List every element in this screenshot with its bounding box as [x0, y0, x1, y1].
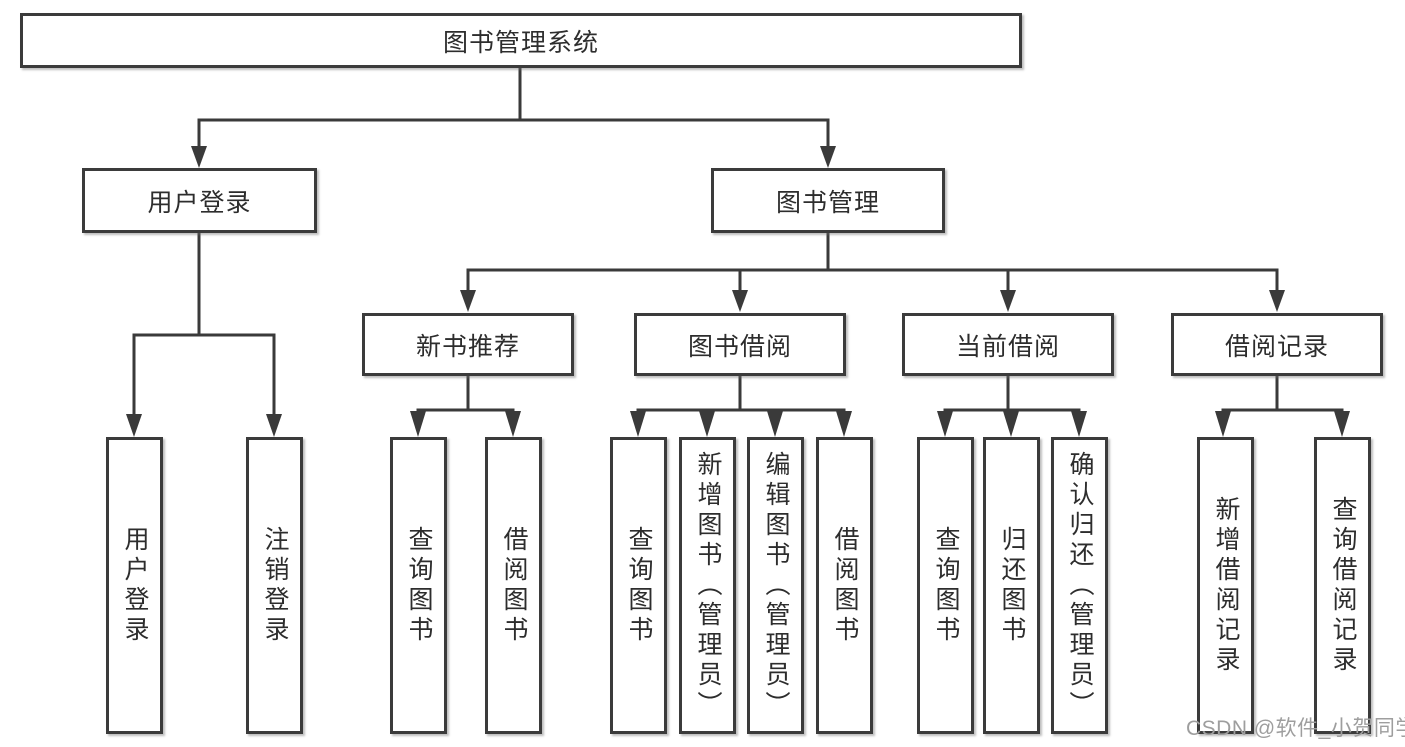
node-nr-borrow-books: 借阅图书: [485, 437, 542, 734]
node-book-management: 图书管理: [711, 168, 945, 233]
node-user-login: 用户登录: [82, 168, 317, 233]
node-book-borrow: 图书借阅: [634, 313, 846, 376]
node-user-login-leaf: 用户登录: [106, 437, 163, 734]
node-bb-query-books: 查询图书: [610, 437, 667, 734]
node-new-book-recommend: 新书推荐: [362, 313, 574, 376]
node-library-system: 图书管理系统: [20, 13, 1022, 68]
node-cb-confirm-return-admin: 确认归还（管理员）: [1051, 437, 1108, 734]
node-br-add-record: 新增借阅记录: [1197, 437, 1254, 734]
watermark-text: CSDN @软件_小贺同学: [1186, 717, 1405, 740]
node-cb-query-books: 查询图书: [917, 437, 974, 734]
node-bb-add-books-admin: 新增图书（管理员）: [679, 437, 736, 734]
node-cb-return-books: 归还图书: [983, 437, 1040, 734]
node-borrow-records: 借阅记录: [1171, 313, 1383, 376]
node-nr-query-books: 查询图书: [390, 437, 447, 734]
node-logout-leaf: 注销登录: [246, 437, 303, 734]
node-br-query-record: 查询借阅记录: [1314, 437, 1371, 734]
node-bb-borrow-books: 借阅图书: [816, 437, 873, 734]
node-bb-edit-books-admin: 编辑图书（管理员）: [747, 437, 804, 734]
node-current-borrow: 当前借阅: [902, 313, 1114, 376]
